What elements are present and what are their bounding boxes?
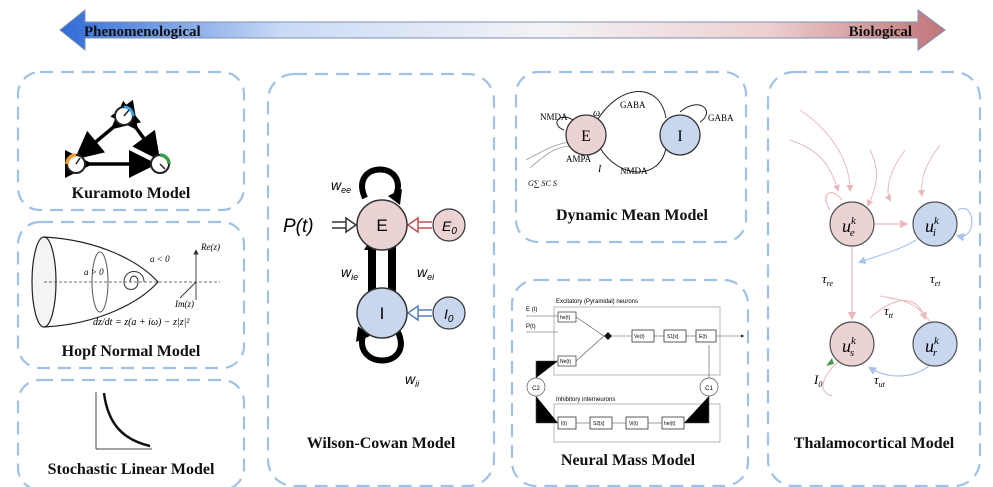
nmm-hi: hei(t)	[664, 421, 676, 427]
nmm-ve: Ve(t)	[634, 334, 645, 340]
dmf-nmda-bottom: NMDA	[620, 166, 648, 176]
node-ui	[912, 201, 958, 247]
wc-e-label: E	[376, 216, 387, 235]
nmm-he: he(t)	[560, 315, 571, 321]
dmf-input-i: I	[597, 164, 602, 175]
nmm-c2: C2	[532, 386, 540, 392]
dmf-node-e	[565, 114, 607, 156]
dynamic-mean-diagram: E I NMDA GABA GABA NMDA AMPA ω I G∑ SC S…	[525, 91, 734, 224]
wc-wie-label: wie	[341, 264, 358, 282]
dynamic-mean-title: Dynamic Mean Model	[556, 207, 709, 224]
nmm-c1: C1	[705, 386, 713, 392]
wc-node-i0	[432, 296, 466, 330]
arrow-left-label: Phenomenological	[84, 24, 201, 40]
dynamic-mean-panel	[514, 70, 748, 244]
wc-i-label: I	[380, 304, 385, 323]
nmm-inhibitory-label: Inhibitory interneurons	[556, 397, 615, 403]
dmf-nmda-left: NMDA	[540, 112, 568, 122]
wc-i0-label: I0	[444, 306, 454, 325]
i0-label: I0	[813, 372, 822, 389]
nmm-e-input: E (t)	[526, 307, 537, 313]
wc-wii-label: wii	[405, 371, 420, 389]
node-ur	[912, 321, 958, 367]
wc-wee-label: wee	[331, 177, 351, 195]
neural-mass-title: Neural Mass Model	[561, 452, 696, 469]
neural-mass-panel	[510, 278, 750, 487]
hopf-a-pos: a > 0	[84, 267, 104, 277]
nmm-vi: Vi(t)	[629, 421, 638, 427]
wilson-cowan-panel	[266, 72, 496, 487]
dmf-gaba-right: GABA	[708, 113, 734, 123]
hopf-diagram: Re(z) Im(z) a > 0 a < 0 dz/dt = z(a + iω…	[31, 236, 220, 360]
hopf-panel	[16, 220, 246, 370]
wc-e0-label: E0	[442, 218, 457, 237]
tau-et-label: τet	[930, 271, 941, 288]
thalamocortical-title: Thalamocortical Model	[794, 435, 955, 452]
nmm-excitatory-label: Excitatory (Pyramidal) neurons	[556, 299, 638, 305]
dmf-ampa: AMPA	[566, 154, 592, 164]
spectrum-arrow: Phenomenological Biological	[59, 8, 946, 52]
neural-mass-diagram: Excitatory (Pyramidal) neurons Inhibitor…	[526, 299, 745, 469]
wc-node-e0	[432, 208, 466, 242]
oscillator-right-icon	[150, 153, 171, 174]
nmm-et: E(t)	[699, 334, 707, 340]
wc-wei-label: wei	[417, 264, 435, 282]
nmm-s1: S1[x]	[667, 334, 679, 340]
tau-re-label: τre	[822, 271, 833, 288]
hopf-title: Hopf Normal Model	[62, 343, 201, 360]
wc-p-label: P(t)	[283, 216, 314, 237]
stochastic-diagram: Stochastic Linear Model	[48, 392, 215, 478]
node-ue	[829, 201, 875, 247]
dmf-i-label: I	[677, 128, 682, 145]
dmf-gaba-top: GABA	[620, 100, 646, 110]
hopf-re-label: Re(z)	[200, 242, 220, 252]
oscillator-left-icon	[65, 153, 86, 174]
tau-tt-label: τtt	[884, 303, 894, 320]
thalamocortical-panel	[766, 70, 982, 487]
oscillator-top-icon	[114, 105, 135, 126]
nmm-ne: Ne(t)	[560, 359, 571, 365]
nmm-s2: S2[x]	[593, 421, 605, 427]
hopf-equation: dz/dt = z(a + iω) − z|z|²	[93, 317, 190, 328]
wc-node-e	[356, 199, 408, 251]
kuramoto-title: Kuramoto Model	[72, 185, 191, 202]
wilson-cowan-diagram: E I P(t) E0 I0 wee wie wei wii Wilson-Co…	[283, 166, 466, 452]
node-us	[829, 321, 875, 367]
dmf-e-label: E	[581, 128, 591, 145]
kuramoto-diagram: Kuramoto Model	[65, 99, 191, 202]
dmf-coupling: G∑ SC S	[528, 179, 557, 188]
stochastic-panel	[16, 378, 246, 487]
dmf-node-i	[659, 114, 701, 156]
wc-node-i	[356, 287, 408, 339]
arrow-right-label: Biological	[849, 24, 912, 40]
hopf-a-neg: a < 0	[150, 254, 170, 264]
nmm-it: I(t)	[561, 421, 567, 427]
dmf-omega: ω	[593, 108, 600, 119]
tau-ut-label: τut	[874, 372, 886, 389]
hopf-im-label: Im(z)	[174, 299, 194, 309]
nmm-p-input: P(t)	[526, 324, 536, 330]
stochastic-title: Stochastic Linear Model	[48, 461, 215, 478]
wilson-cowan-title: Wilson-Cowan Model	[307, 435, 456, 452]
